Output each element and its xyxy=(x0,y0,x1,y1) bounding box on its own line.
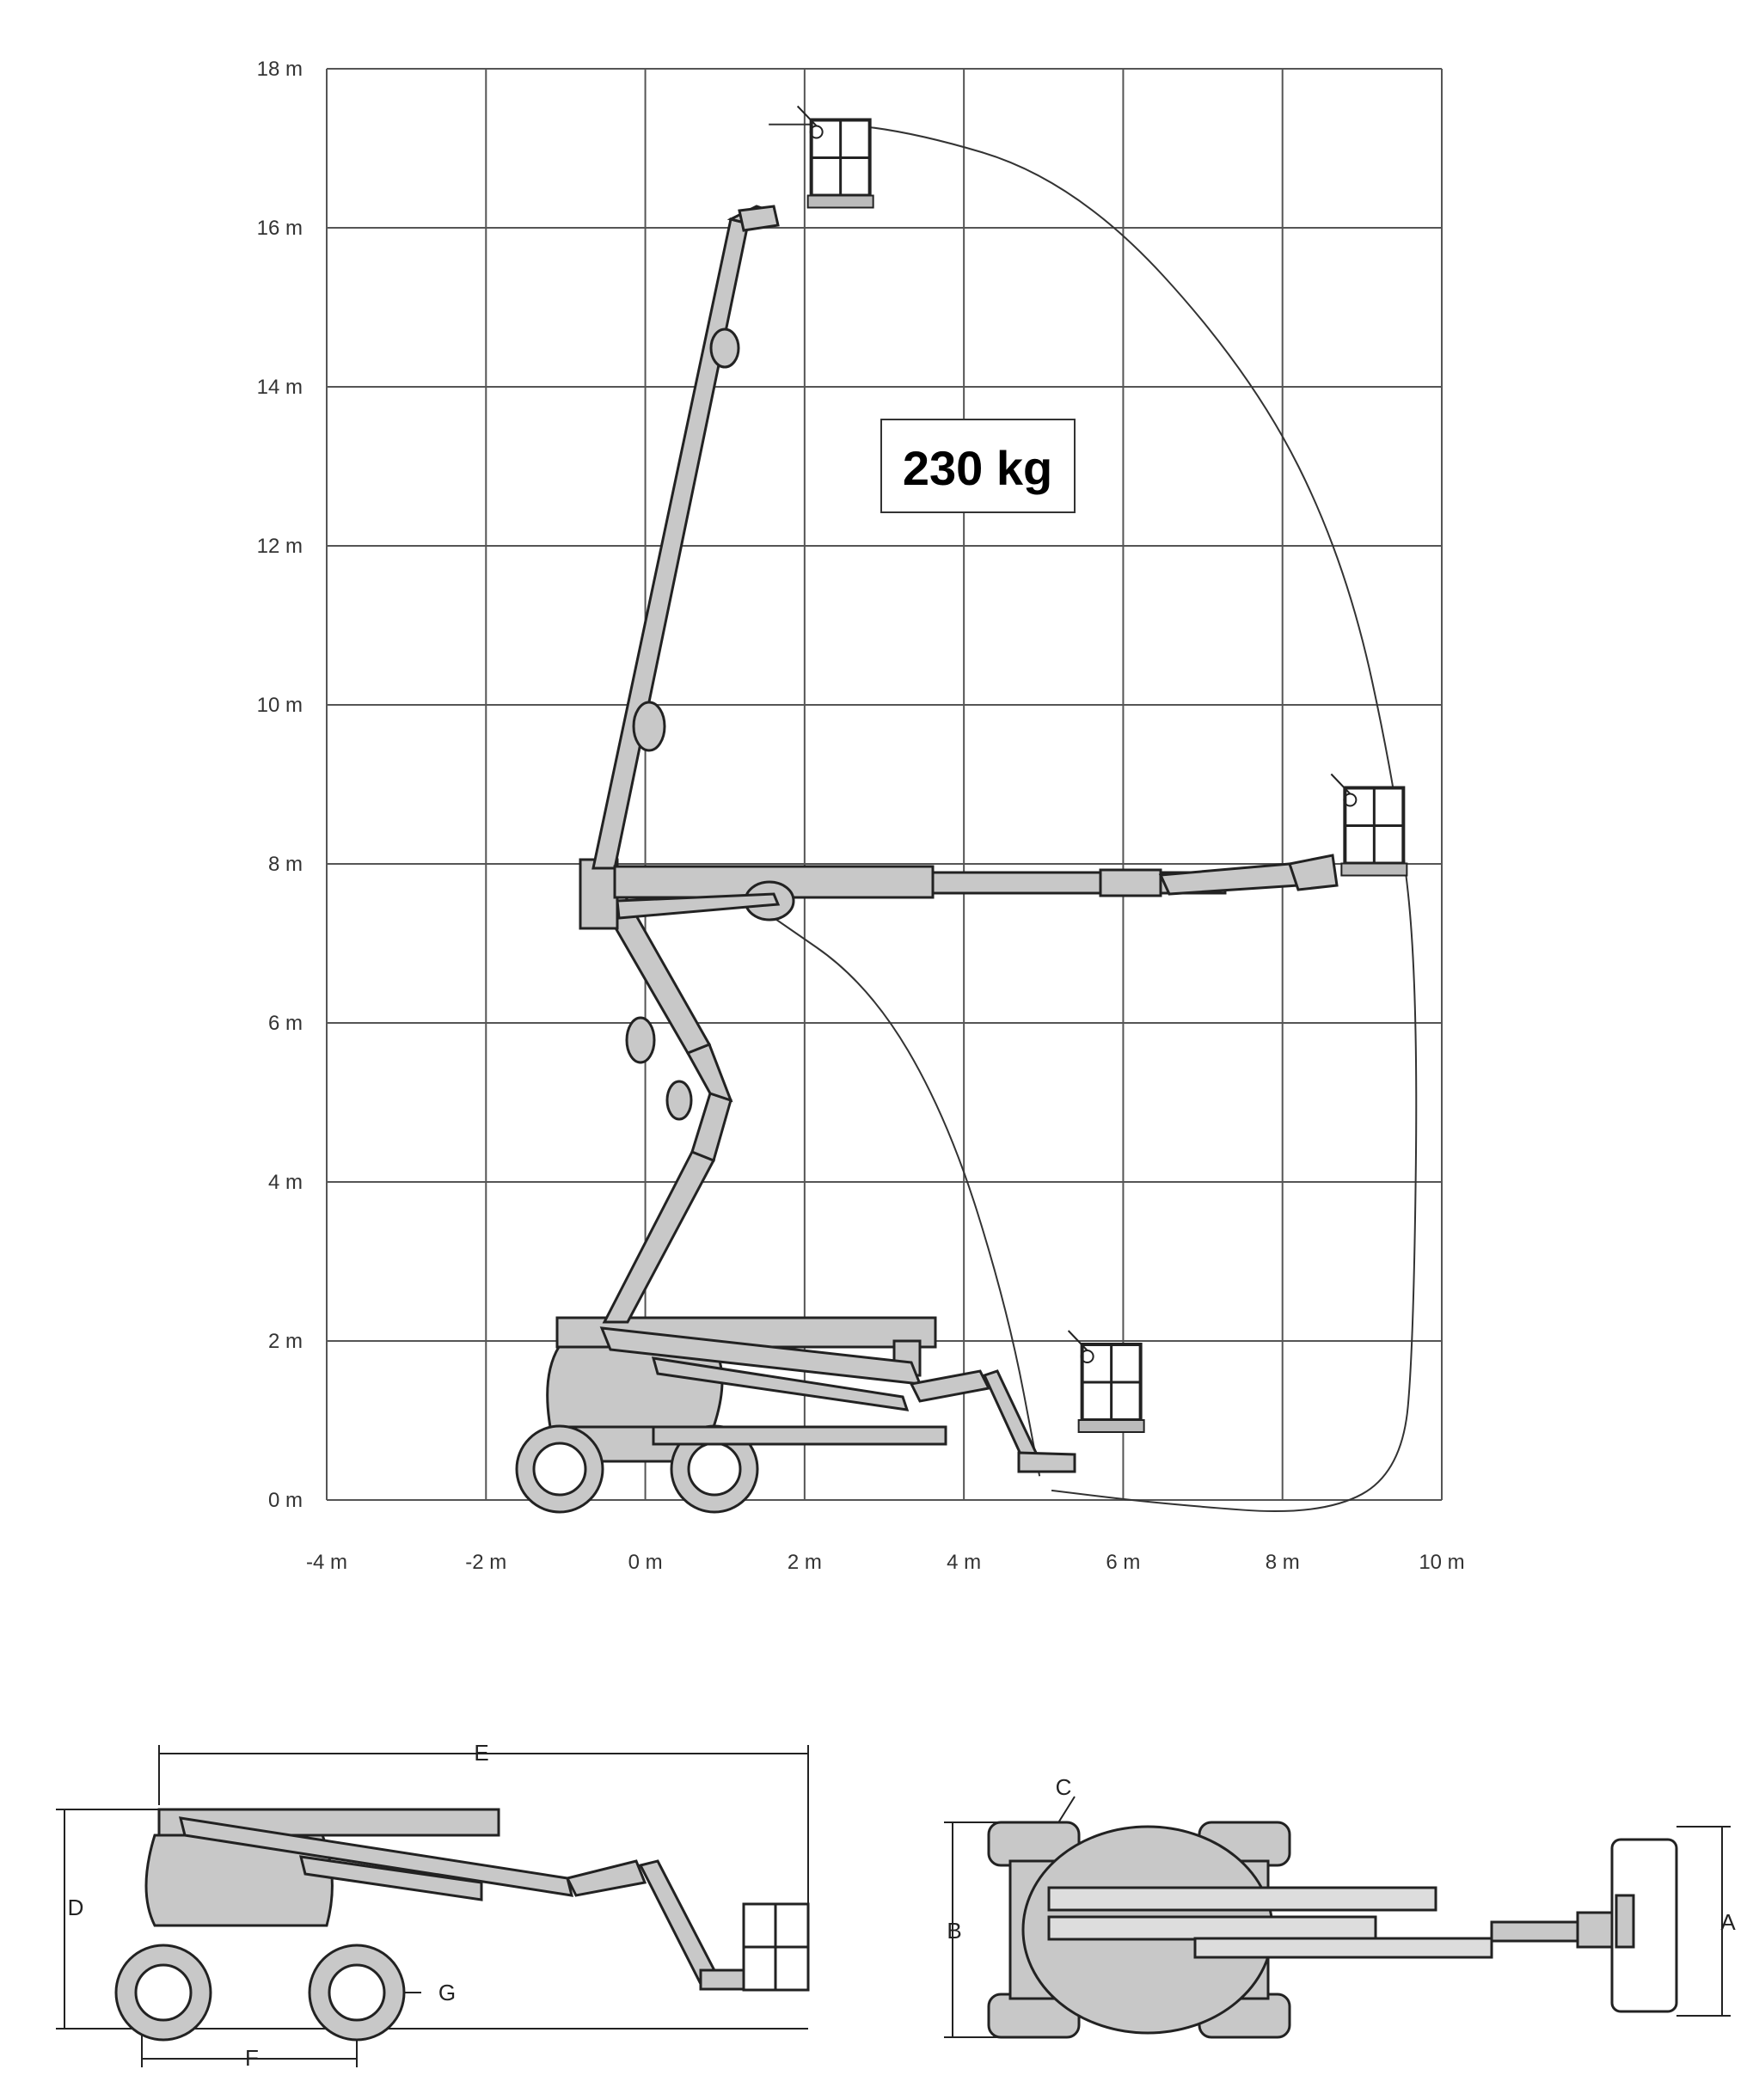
x-tick-label: 6 m xyxy=(1106,1551,1140,1574)
x-tick-label: -2 m xyxy=(465,1551,506,1574)
chart-grid xyxy=(326,68,1443,1501)
y-tick-label: 10 m xyxy=(257,694,303,717)
x-tick-label: 10 m xyxy=(1419,1551,1464,1574)
dim-label-b: B xyxy=(947,1918,961,1944)
capacity-box: 230 kg xyxy=(880,419,1076,513)
capacity-label: 230 kg xyxy=(903,441,1052,495)
x-tick-label: 4 m xyxy=(947,1551,981,1574)
outer-working-envelope xyxy=(769,123,1418,1513)
y-tick-label: 2 m xyxy=(268,1330,303,1353)
dim-label-c: C xyxy=(1056,1774,1072,1800)
side-view: E D F G xyxy=(56,1740,810,2071)
dim-label-f: F xyxy=(245,2045,259,2071)
basket-high xyxy=(795,104,875,210)
y-tick-label: 8 m xyxy=(268,853,303,876)
y-tick-label: 14 m xyxy=(257,376,303,399)
y-tick-label: 4 m xyxy=(268,1171,303,1194)
x-tick-label: -4 m xyxy=(306,1551,347,1574)
basket-horizontal xyxy=(1329,772,1409,878)
inner-working-envelope xyxy=(763,910,1041,1477)
y-tick-label: 16 m xyxy=(257,217,303,240)
dim-label-a: A xyxy=(1720,1909,1736,1935)
x-tick-label: 2 m xyxy=(788,1551,822,1574)
y-tick-label: 0 m xyxy=(268,1489,303,1512)
y-tick-label: 18 m xyxy=(257,58,303,81)
axis-ticks: -4 m -2 m 0 m 2 m 4 m 6 m 8 m 10 m 0 m 2 m 4 m 6 m 8… xyxy=(257,58,1465,1574)
basket-low xyxy=(1066,1329,1146,1434)
dim-label-g: G xyxy=(438,1980,456,2005)
x-tick-label: 8 m xyxy=(1266,1551,1300,1574)
boom-horizontal xyxy=(613,854,1339,921)
riser-boom xyxy=(579,858,733,1324)
folded-boom xyxy=(599,1326,1076,1473)
boom-high xyxy=(591,205,780,870)
y-tick-label: 6 m xyxy=(268,1012,303,1035)
x-tick-label: 0 m xyxy=(628,1551,663,1574)
dim-label-e: E xyxy=(474,1740,488,1766)
dim-label-d: D xyxy=(68,1895,84,1920)
top-view: C B A xyxy=(944,1774,1736,2039)
y-tick-label: 12 m xyxy=(257,535,303,558)
